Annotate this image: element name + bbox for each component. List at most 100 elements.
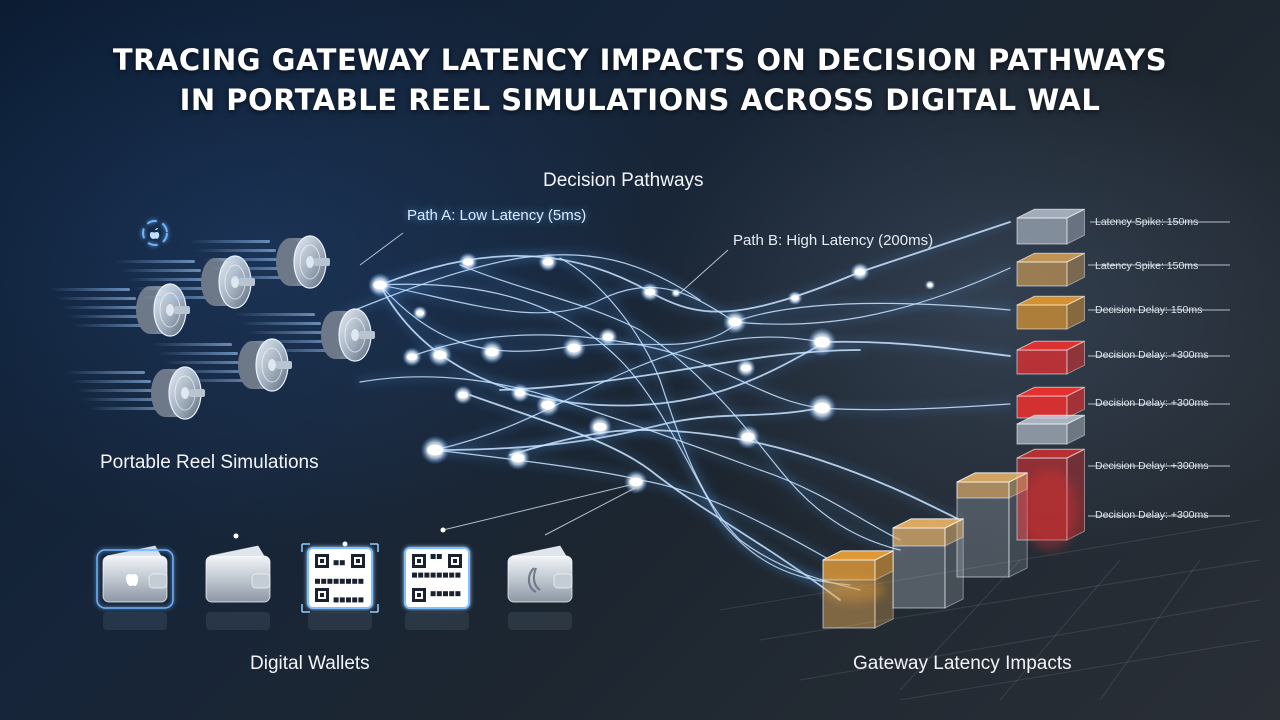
motion-streak bbox=[56, 297, 136, 300]
cube-top bbox=[1016, 252, 1085, 263]
motion-streak bbox=[152, 343, 232, 346]
latency-cube bbox=[1016, 252, 1085, 287]
cube-top bbox=[1016, 295, 1085, 306]
cube-side bbox=[1066, 340, 1085, 375]
decision-pathways-label: Decision Pathways bbox=[543, 170, 704, 191]
marker-dot bbox=[440, 527, 446, 533]
network-node bbox=[814, 336, 830, 348]
leader-lines bbox=[359, 221, 1230, 536]
network-line bbox=[559, 257, 861, 591]
network-node bbox=[602, 333, 614, 341]
qr-module bbox=[449, 572, 455, 578]
network-node bbox=[373, 280, 387, 290]
latency-tag: Decision Delay: +300ms bbox=[1095, 349, 1209, 361]
network-node bbox=[462, 258, 474, 266]
latency-cube bbox=[822, 550, 894, 581]
motion-streak bbox=[214, 276, 294, 279]
qr-code-icon bbox=[404, 547, 470, 630]
network-line bbox=[379, 283, 851, 586]
motion-streak bbox=[202, 258, 282, 261]
qr-module bbox=[321, 578, 327, 584]
cube-top bbox=[892, 518, 964, 529]
qr-module bbox=[339, 560, 345, 566]
cube-side bbox=[1066, 252, 1085, 287]
motion-streak bbox=[164, 361, 244, 364]
network-line bbox=[359, 376, 901, 541]
wallet-reflection bbox=[508, 612, 572, 630]
qr-finder-core bbox=[320, 593, 324, 597]
cube-top bbox=[822, 550, 894, 561]
network-node bbox=[514, 389, 526, 397]
qr-module bbox=[443, 591, 448, 597]
qr-module bbox=[358, 578, 364, 584]
qr-module bbox=[352, 578, 358, 584]
wallet-row bbox=[96, 527, 573, 630]
reel-hub bbox=[166, 304, 174, 316]
motion-streak bbox=[176, 379, 256, 382]
qr-code-icon bbox=[301, 543, 379, 630]
network-node bbox=[791, 295, 799, 301]
network-node bbox=[644, 288, 656, 296]
qr-module bbox=[436, 572, 442, 578]
motion-streak bbox=[170, 370, 250, 373]
motion-streak bbox=[74, 324, 154, 327]
qr-corner-marks bbox=[301, 543, 379, 613]
network-node bbox=[511, 453, 525, 463]
network-node bbox=[457, 391, 469, 399]
cube-front bbox=[1016, 349, 1068, 375]
motion-streak bbox=[77, 389, 157, 392]
network-node bbox=[728, 317, 742, 327]
motion-streak bbox=[89, 407, 169, 410]
reel-hub bbox=[351, 329, 359, 341]
network-node bbox=[854, 268, 866, 276]
wallet-card bbox=[209, 545, 265, 557]
motion-streak bbox=[139, 296, 219, 299]
reel-axle bbox=[189, 389, 205, 397]
motion-streak bbox=[208, 267, 288, 270]
wallet-clasp bbox=[148, 573, 168, 589]
wallet-clasp bbox=[553, 573, 573, 589]
qr-module bbox=[315, 578, 320, 584]
qr-module bbox=[339, 578, 345, 584]
latency-tag: Decision Delay: +300ms bbox=[1095, 509, 1209, 521]
qr-module bbox=[436, 554, 442, 559]
cube-top bbox=[1016, 414, 1085, 425]
network-node bbox=[567, 343, 581, 353]
network-node bbox=[673, 291, 679, 295]
qr-module bbox=[436, 591, 442, 597]
reel-cylinder-icon bbox=[50, 283, 190, 337]
qr-finder-core bbox=[453, 559, 457, 563]
network-node bbox=[629, 477, 643, 487]
network-line bbox=[329, 254, 701, 321]
wallet-icon bbox=[96, 545, 174, 630]
qr-module bbox=[346, 597, 351, 603]
network-node bbox=[927, 283, 933, 287]
wallet-highlight bbox=[96, 549, 174, 609]
latency-cube bbox=[892, 518, 964, 547]
qr-module bbox=[430, 554, 436, 559]
latency-cube bbox=[1016, 295, 1085, 330]
qr-finder-core bbox=[417, 593, 421, 597]
marker-dot bbox=[233, 533, 239, 539]
reel-hub bbox=[306, 256, 314, 268]
motion-streak bbox=[127, 278, 207, 281]
qr-module bbox=[327, 578, 333, 584]
network-node bbox=[416, 310, 424, 316]
qr-module bbox=[455, 591, 461, 597]
network-node bbox=[542, 258, 554, 266]
network-line bbox=[379, 267, 1011, 325]
cube-top bbox=[956, 472, 1028, 483]
network-node bbox=[741, 432, 755, 442]
motion-streak bbox=[259, 349, 339, 352]
motion-streak bbox=[133, 287, 213, 290]
apple-logo-icon bbox=[142, 220, 168, 246]
qr-module bbox=[339, 597, 345, 603]
motion-streak bbox=[235, 313, 315, 316]
cube-glow bbox=[1022, 470, 1078, 550]
wallet-reflection bbox=[308, 612, 372, 630]
latency-tag: Decision Delay: +300ms bbox=[1095, 460, 1209, 472]
cube-front bbox=[1016, 304, 1068, 330]
motion-streak bbox=[50, 288, 130, 291]
qr-module bbox=[424, 572, 430, 578]
qr-module bbox=[455, 572, 461, 578]
